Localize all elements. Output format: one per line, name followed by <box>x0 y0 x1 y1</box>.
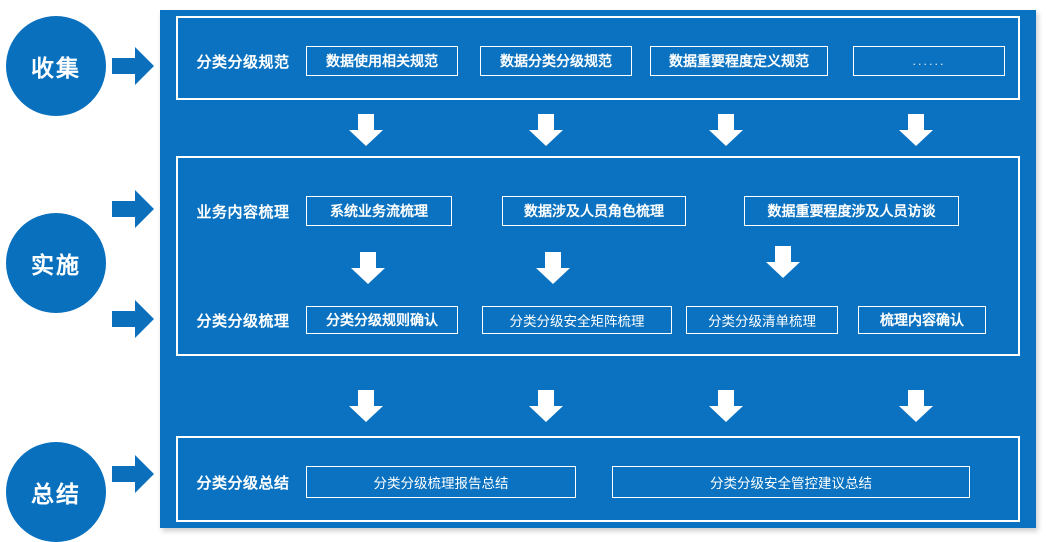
right-arrow-icon-collect <box>112 47 154 85</box>
item-box[interactable]: 分类分级规则确认 <box>306 306 458 334</box>
section-business-items: 系统业务流梳理 数据涉及人员角色梳理 数据重要程度涉及人员访谈 <box>306 196 1018 226</box>
down-arrow-icon <box>349 114 383 146</box>
section-summary-row: 分类分级总结 分类分级梳理报告总结 分类分级安全管控建议总结 <box>178 464 1018 500</box>
item-box-ellipsis[interactable]: ...... <box>853 46 1005 76</box>
section-summary: 分类分级总结 分类分级梳理报告总结 分类分级安全管控建议总结 <box>176 436 1020 522</box>
stage-label-implement: 实施 <box>31 253 81 279</box>
item-box[interactable]: 分类分级清单梳理 <box>686 306 838 334</box>
item-box[interactable]: 分类分级安全矩阵梳理 <box>482 306 672 334</box>
item-box[interactable]: 数据使用相关规范 <box>306 46 458 76</box>
item-box[interactable]: 分类分级梳理报告总结 <box>306 466 576 498</box>
right-arrow-icon-implement-top <box>112 190 154 228</box>
down-arrow-icon <box>536 252 570 284</box>
section-label-business: 业务内容梳理 <box>196 202 290 221</box>
stage-label-collect: 收集 <box>31 56 81 82</box>
item-box[interactable]: 数据重要程度定义规范 <box>650 46 828 76</box>
section-label-sorting: 分类分级梳理 <box>196 311 290 330</box>
section-sorting-row: 分类分级梳理 分类分级规则确认 分类分级安全矩阵梳理 分类分级清单梳理 梳理内容… <box>178 304 1018 336</box>
section-business-row: 业务内容梳理 系统业务流梳理 数据涉及人员角色梳理 数据重要程度涉及人员访谈 <box>178 194 1018 228</box>
right-arrow-icon-summary <box>112 455 154 493</box>
down-arrow-icon <box>899 390 933 422</box>
stage-circle-summary[interactable]: 总结 <box>6 442 106 542</box>
down-arrow-icon <box>529 390 563 422</box>
down-arrow-icon <box>351 252 385 284</box>
stage-column: 收集 实施 总结 <box>0 0 160 542</box>
section-norms-row: 分类分级规范 数据使用相关规范 数据分类分级规范 数据重要程度定义规范 ....… <box>178 44 1018 78</box>
down-arrow-icon <box>349 390 383 422</box>
section-summary-items: 分类分级梳理报告总结 分类分级安全管控建议总结 <box>306 466 1018 498</box>
stage-circle-implement[interactable]: 实施 <box>6 213 106 313</box>
down-arrow-icon <box>766 246 800 278</box>
item-box[interactable]: 数据分类分级规范 <box>480 46 632 76</box>
item-box[interactable]: 系统业务流梳理 <box>306 196 452 226</box>
section-sorting-items: 分类分级规则确认 分类分级安全矩阵梳理 分类分级清单梳理 梳理内容确认 <box>306 306 1018 334</box>
down-arrow-icon <box>709 390 743 422</box>
section-label-summary: 分类分级总结 <box>196 473 290 492</box>
down-arrow-icon <box>899 114 933 146</box>
down-arrow-icon <box>529 114 563 146</box>
right-arrow-icon-implement-bottom <box>112 300 154 338</box>
stage-circle-collect[interactable]: 收集 <box>6 16 106 116</box>
stage-label-summary: 总结 <box>31 482 81 508</box>
section-norms: 分类分级规范 数据使用相关规范 数据分类分级规范 数据重要程度定义规范 ....… <box>176 16 1020 100</box>
section-implementation: 业务内容梳理 系统业务流梳理 数据涉及人员角色梳理 数据重要程度涉及人员访谈 分… <box>176 156 1020 356</box>
item-box[interactable]: 梳理内容确认 <box>858 306 986 334</box>
item-box[interactable]: 分类分级安全管控建议总结 <box>612 466 970 498</box>
item-box[interactable]: 数据重要程度涉及人员访谈 <box>744 196 959 226</box>
section-norms-items: 数据使用相关规范 数据分类分级规范 数据重要程度定义规范 ...... <box>306 46 1018 76</box>
down-arrow-icon <box>709 114 743 146</box>
process-panel: 分类分级规范 数据使用相关规范 数据分类分级规范 数据重要程度定义规范 ....… <box>160 10 1036 528</box>
section-label-norms: 分类分级规范 <box>196 52 290 71</box>
item-box[interactable]: 数据涉及人员角色梳理 <box>502 196 686 226</box>
